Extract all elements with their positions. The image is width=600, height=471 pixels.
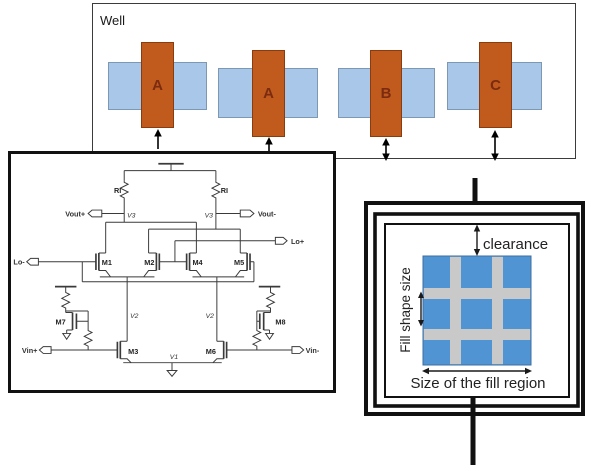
gate-letter: B: [380, 85, 392, 102]
transistor-m1: M1: [102, 258, 112, 267]
pin-vout-minus: Vout-: [258, 209, 277, 218]
outer-ring: [364, 201, 585, 416]
fill-region-label: Size of the fill region: [410, 375, 545, 392]
node-v1: V1: [170, 354, 179, 361]
vout-plus-pin-icon: [87, 209, 103, 218]
pin-vin-minus: Vin-: [306, 346, 320, 355]
wires: [38, 162, 292, 378]
gate-letter: A: [263, 85, 274, 102]
double-arrow-icon: [491, 130, 499, 161]
pin-lo-minus: Lo-: [13, 258, 25, 267]
gate-rect: A: [252, 50, 285, 137]
vin-minus-pin-icon: [291, 346, 305, 354]
double-arrow-icon: [382, 138, 390, 161]
lo-plus-pin-icon: [274, 236, 288, 245]
transistor-m7: M7: [56, 318, 66, 327]
up-arrow-icon: [154, 129, 162, 149]
node-v2-right: V2: [206, 313, 215, 320]
pin-lo-plus: Lo+: [291, 237, 304, 246]
vout-minus-pin-icon: [239, 209, 255, 218]
grid-gap-horizontal: [423, 329, 531, 340]
pin-vout-plus: Vout+: [65, 209, 85, 218]
fill-rules-diagram: clearance Fill shape size Size of the fi…: [364, 178, 585, 465]
grid-gap-vertical: [450, 256, 461, 365]
fill-shape-size-label: Fill shape size: [398, 267, 413, 353]
circuit-schematic-box: RI RI V3 V3 Vout+ Vout- Lo+ Lo- M1 M2 M4…: [8, 151, 336, 393]
transistor-m3: M3: [128, 347, 138, 356]
transistor-m4: M4: [192, 258, 203, 267]
vin-plus-pin-icon: [38, 346, 52, 354]
grid-gap-vertical: [492, 256, 503, 365]
resistor-label-left: RI: [114, 186, 121, 195]
gate-rect: C: [479, 42, 512, 128]
gate-letter: A: [152, 76, 163, 94]
clearance-label: clearance: [483, 236, 548, 253]
well-label: Well: [100, 13, 126, 28]
transistor-m6: M6: [206, 347, 216, 356]
pin-vin-plus: Vin+: [22, 346, 37, 355]
grid-gap-horizontal: [423, 288, 531, 299]
node-v3-left: V3: [127, 212, 136, 219]
inner-ring: [384, 223, 570, 398]
node-v2-left: V2: [130, 313, 139, 320]
gate-rect: A: [141, 42, 174, 128]
gate-letter: C: [490, 76, 501, 94]
gate-rect: B: [370, 50, 402, 137]
transistor-m2: M2: [144, 258, 154, 267]
middle-ring: [373, 212, 580, 408]
transistor-m8: M8: [275, 318, 285, 327]
fill-grid: [422, 255, 532, 366]
transistor-m5: M5: [234, 258, 244, 267]
resistor-label-right: RI: [221, 186, 228, 195]
node-v3-right: V3: [205, 212, 214, 219]
lo-minus-pin-icon: [25, 257, 39, 266]
circuit-schematic: RI RI V3 V3 Vout+ Vout- Lo+ Lo- M1 M2 M4…: [13, 162, 320, 378]
